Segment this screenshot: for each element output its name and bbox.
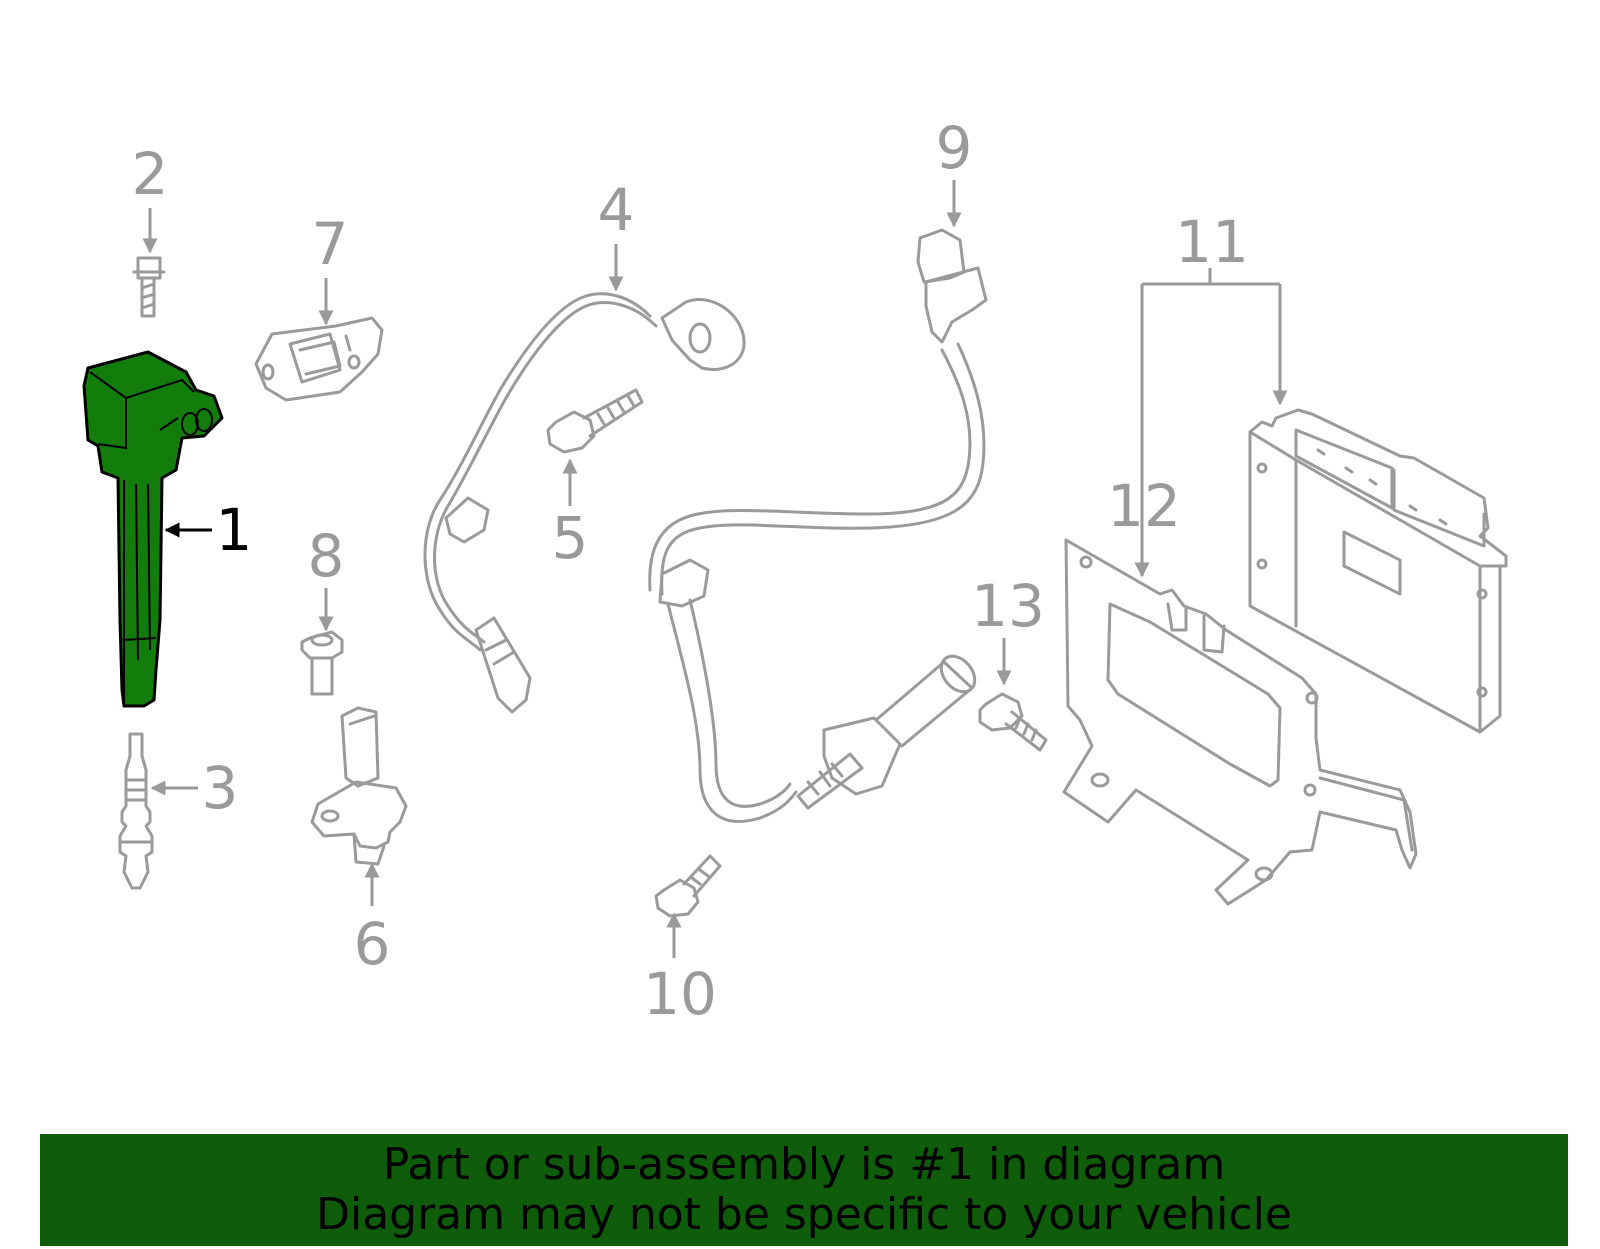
leader-lines <box>142 180 1288 958</box>
callout-3: 3 <box>202 754 239 822</box>
bolt-part-2[interactable] <box>132 256 166 318</box>
callout-labels: 1 2 3 4 5 6 7 8 9 10 11 12 13 <box>132 114 1249 1028</box>
sensor-harness-part-9[interactable] <box>648 228 988 823</box>
banner-line-2: Diagram may not be specific to your vehi… <box>316 1189 1292 1240</box>
callout-12: 12 <box>1107 472 1181 540</box>
callout-7: 7 <box>312 210 349 278</box>
callout-13: 13 <box>971 572 1045 640</box>
knock-sensor-harness-part-4[interactable] <box>423 292 746 714</box>
callout-5: 5 <box>552 504 589 572</box>
sensor-part-7[interactable] <box>254 316 384 402</box>
callout-2: 2 <box>132 140 169 208</box>
bolt-part-10[interactable] <box>654 854 722 918</box>
callout-6: 6 <box>354 910 391 978</box>
bolt-part-8[interactable] <box>300 630 344 696</box>
callout-11: 11 <box>1175 208 1249 276</box>
crank-sensor-part-6[interactable] <box>310 706 408 866</box>
callout-9: 9 <box>936 114 973 182</box>
info-banner: Part or sub-assembly is #1 in diagram Di… <box>40 1134 1568 1246</box>
ecu-module-part-11[interactable] <box>1248 408 1508 734</box>
ignition-coil-part-1[interactable] <box>82 350 224 708</box>
spark-plug-part-3[interactable] <box>118 732 154 890</box>
callout-1: 1 <box>216 496 253 564</box>
callout-10: 10 <box>643 960 717 1028</box>
ecu-bracket-part-12[interactable] <box>1062 538 1418 906</box>
bolt-part-13[interactable] <box>978 692 1048 752</box>
bolt-part-5[interactable] <box>546 388 644 454</box>
callout-4: 4 <box>598 176 635 244</box>
callout-8: 8 <box>308 522 345 590</box>
banner-line-1: Part or sub-assembly is #1 in diagram <box>382 1139 1226 1190</box>
